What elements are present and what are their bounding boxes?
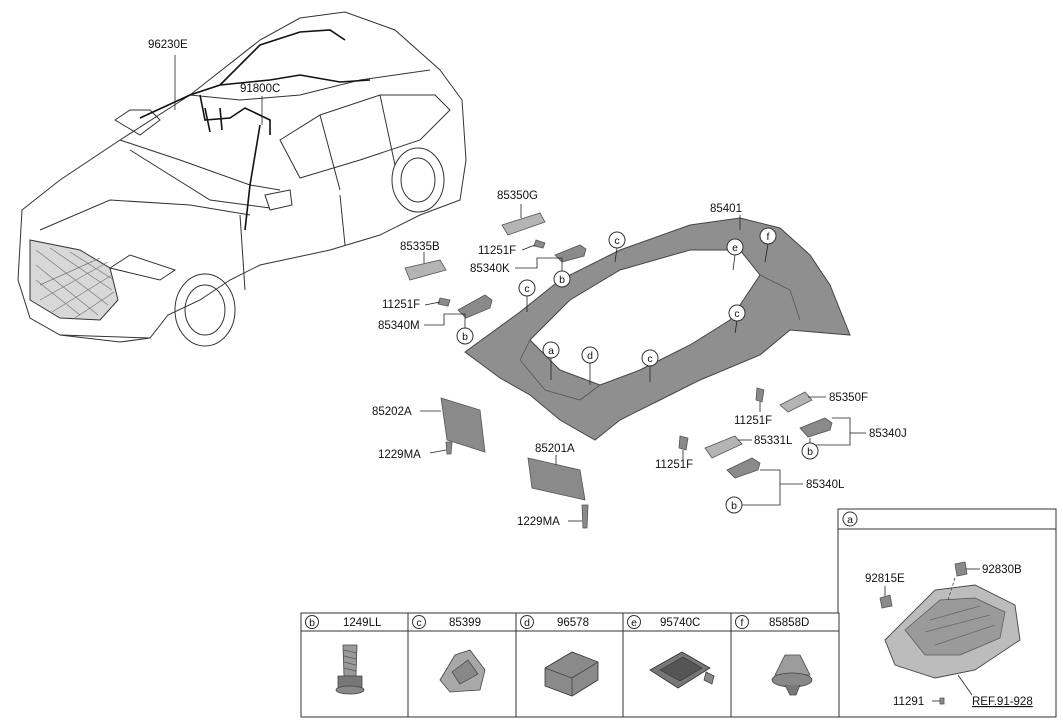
reference-label: REF.91-928	[972, 696, 1033, 708]
svg-text:c: c	[614, 235, 619, 247]
svg-text:b: b	[807, 446, 813, 458]
svg-text:a: a	[548, 345, 554, 357]
legend-part-85858d: 85858D	[769, 617, 809, 629]
screw-11251f-g	[533, 239, 546, 249]
part-label-85335b: 85335B	[400, 241, 440, 253]
sun-visor-85202a	[440, 397, 486, 453]
grab-handle-85340k	[554, 244, 587, 263]
callout-b-1	[553, 270, 571, 288]
part-label-85202a: 85202A	[372, 406, 412, 418]
svg-text:e: e	[631, 617, 637, 629]
screw-1229ma-left	[445, 441, 453, 455]
callout-b-3	[801, 442, 819, 460]
car-illustration	[17, 11, 467, 347]
screw-11251f-f	[755, 387, 765, 403]
part-label-85340j: 85340J	[869, 428, 907, 440]
svg-text:c: c	[416, 617, 421, 629]
bracket-85350g	[501, 212, 546, 236]
callout-b-2	[456, 327, 474, 345]
svg-text:b: b	[731, 500, 737, 512]
svg-text:c: c	[647, 353, 652, 365]
svg-text:b: b	[462, 331, 468, 343]
legend-cell-b: b 1249LL	[305, 615, 382, 695]
part-label-1229ma-left: 1229MA	[378, 449, 421, 461]
part-label-85401: 85401	[710, 203, 742, 215]
roof-wiring-harness	[139, 29, 371, 231]
part-label-11251f-f: 11251F	[734, 415, 772, 427]
bracket-85350f	[779, 391, 813, 413]
screw-1229ma-right	[581, 504, 589, 529]
bracket-85331l	[704, 435, 743, 459]
part-label-85340m: 85340M	[378, 320, 420, 332]
svg-text:a: a	[847, 514, 853, 526]
svg-text:b: b	[559, 274, 565, 286]
svg-text:f: f	[767, 231, 770, 243]
callouts: c e f c c a d c	[518, 227, 777, 385]
grab-handle-85340j	[799, 417, 833, 438]
fastener-icon	[771, 654, 813, 696]
inset-detail-a: a 92815E 92830B 11291 REF.91-928	[837, 508, 1057, 718]
svg-text:d: d	[587, 350, 593, 362]
legend-part-1249ll: 1249LL	[343, 617, 382, 629]
module-icon	[544, 651, 599, 697]
screw-11251f-331l	[678, 435, 689, 451]
svg-text:f: f	[741, 617, 744, 629]
legend-cell-f: f 85858D	[735, 615, 813, 696]
svg-text:c: c	[734, 308, 739, 320]
part-label-91800c: 91800C	[240, 83, 280, 95]
part-label-85201a: 85201A	[535, 443, 575, 455]
legend-table: b 1249LL c 85399 d 96578	[300, 612, 840, 718]
svg-text:c: c	[524, 283, 529, 295]
legend-part-95740c: 95740C	[660, 617, 700, 629]
legend-cell-e: e 95740C	[627, 615, 715, 689]
part-label-11291: 11291	[893, 696, 924, 708]
bolt-icon	[335, 644, 365, 695]
inset-callout-a	[842, 511, 858, 527]
bracket-85335b	[404, 259, 447, 281]
grab-handle-85340m	[457, 294, 493, 319]
part-92830b	[954, 561, 968, 577]
grab-handle-85340l	[726, 457, 761, 479]
part-label-85340l: 85340L	[806, 479, 845, 491]
part-label-92830b: 92830B	[982, 564, 1022, 576]
svg-text:d: d	[524, 617, 530, 629]
part-label-1229ma-right: 1229MA	[517, 516, 560, 528]
callout-b-4	[725, 496, 743, 514]
screw-11291	[939, 697, 945, 705]
part-label-85350f: 85350F	[829, 392, 868, 404]
sensor-icon	[649, 651, 715, 689]
part-label-85340k: 85340K	[470, 263, 510, 275]
part-label-85350g: 85350G	[497, 190, 538, 202]
part-label-11251f-331l: 11251F	[655, 459, 693, 471]
sun-visor-85201a	[527, 457, 586, 501]
part-92815e	[879, 594, 893, 609]
legend-part-96578: 96578	[557, 617, 589, 629]
part-label-96230e: 96230E	[148, 39, 188, 51]
legend-cell-c: c 85399	[412, 615, 486, 693]
part-label-11251f-g: 11251F	[478, 245, 516, 257]
clip-icon	[439, 649, 486, 693]
legend-cell-d: d 96578	[520, 615, 599, 697]
part-label-11251f-b: 11251F	[382, 299, 420, 311]
part-label-85331l: 85331L	[754, 435, 793, 447]
part-label-92815e: 92815E	[865, 573, 905, 585]
svg-text:b: b	[309, 617, 315, 629]
svg-text:e: e	[732, 242, 738, 254]
legend-part-85399: 85399	[449, 617, 481, 629]
